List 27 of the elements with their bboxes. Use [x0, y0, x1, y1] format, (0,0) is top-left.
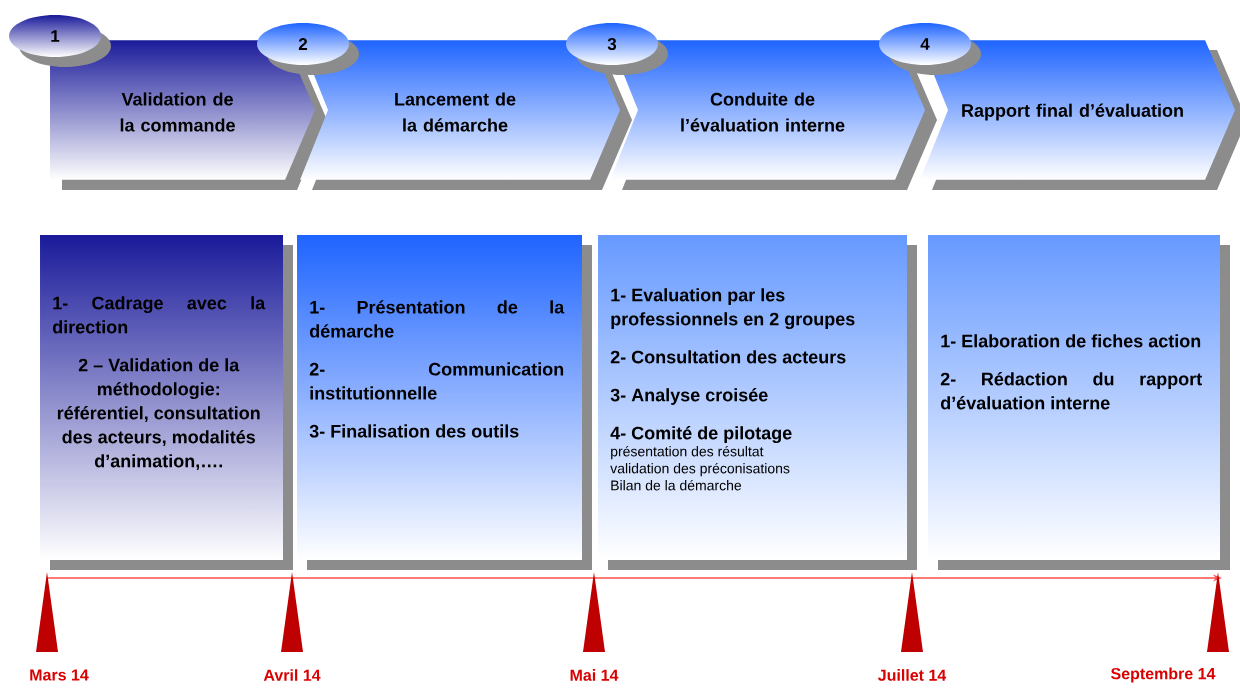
- task-text: 4- Comité de pilotage: [610, 426, 792, 444]
- task-text: validation des préconisations: [610, 462, 790, 477]
- task-text: 2 – Validation de la méthodologie: référentiel, consultation des acteurs, modalités d’animation,….: [57, 358, 260, 471]
- task-box: [928, 235, 1230, 570]
- date-label: Juillet 14: [878, 669, 947, 681]
- step-number-oval: 1: [9, 15, 111, 67]
- task-text: 3- Analyse croisée: [610, 388, 768, 405]
- task-text: 1- Cadrage avec la direction: [52, 296, 266, 334]
- task-text: 2- Communication institutionnelle: [309, 362, 564, 400]
- task-box: [40, 235, 293, 570]
- task-text: 2- Rédaction du rapport d’évaluation interne: [940, 372, 1202, 410]
- step-number-oval: 4: [879, 23, 981, 75]
- task-box: [598, 235, 917, 570]
- task-text: présentation des résultat: [611, 445, 764, 460]
- step-number-oval: 3: [566, 23, 668, 75]
- task-box: [297, 235, 592, 570]
- task-text: 2- Consultation des acteurs: [610, 350, 846, 364]
- task-text: 3- Finalisation des outils: [309, 424, 519, 438]
- task-text: Bilan de la démarche: [611, 479, 742, 491]
- date-label: Mars 14: [30, 669, 89, 681]
- date-label: Septembre 14: [1111, 667, 1216, 683]
- step-number-oval: 2: [257, 23, 359, 75]
- date-label: Avril 14: [263, 669, 321, 681]
- task-text: 1- Présentation de la démarche: [309, 300, 565, 338]
- task-text: 1- Evaluation par les professionnels en 2 groupes: [611, 288, 855, 330]
- task-text: 1- Elaboration de fiches action: [941, 334, 1201, 348]
- date-label: Mai 14: [570, 669, 619, 681]
